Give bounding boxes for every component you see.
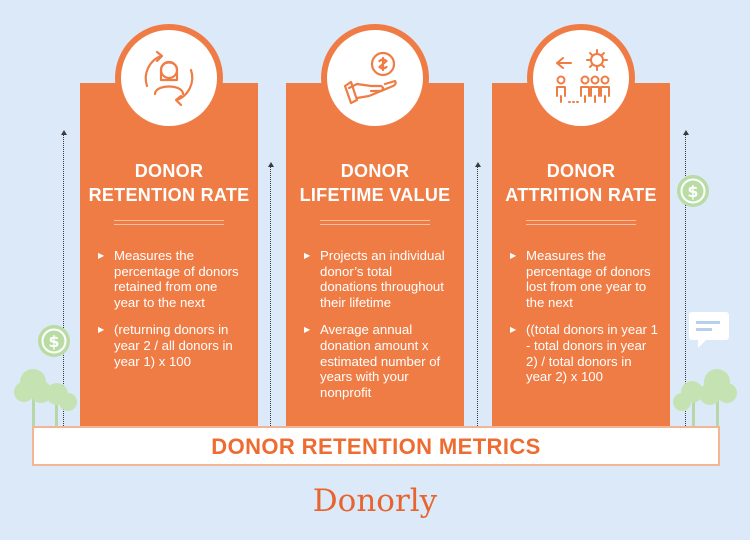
list-item-text: Measures the percentage of donors retain… (114, 248, 239, 310)
divider (320, 224, 430, 225)
list-item-text: Measures the percentage of donors lost f… (526, 248, 651, 310)
people-leaving-icon (556, 49, 610, 103)
arrow-head-right (683, 130, 689, 135)
divider (114, 220, 224, 221)
card-title-line2: LIFETIME VALUE (299, 185, 451, 205)
icon-circle-inner (121, 30, 217, 126)
card-title: DONOR RETENTION RATE (80, 159, 258, 207)
brand-logo: Donorly (312, 483, 438, 519)
icon-circle-retention (115, 24, 223, 132)
dotted-line-mid-right (477, 167, 478, 426)
svg-text:$: $ (687, 182, 698, 201)
divider (114, 224, 224, 225)
footer-title: DONOR RETENTION METRICS (211, 434, 541, 459)
triangle-right-icon: ▶ (510, 325, 517, 335)
list-item: ▶ Measures the percentage of donors retai… (96, 248, 246, 310)
trees-right-icon (673, 369, 737, 428)
bullet-list: ▶ Projects an individual donor’s total do… (302, 248, 452, 412)
arrow-head-left (61, 130, 67, 135)
svg-text:$: $ (48, 332, 59, 351)
list-item: ▶ Average annual donation amount x estima… (302, 322, 452, 400)
triangle-right-icon: ▶ (510, 251, 517, 260)
card-title: DONOR ATTRITION RATE (492, 159, 670, 207)
bullet-list: ▶ Measures the percentage of donors retai… (96, 248, 246, 381)
card-title: DONOR LIFETIME VALUE (286, 159, 464, 207)
dollar-coin-icon: $ (38, 325, 70, 357)
icon-circle-attrition (527, 24, 635, 132)
card-title-line2: ATTRITION RATE (505, 185, 657, 205)
dotted-line-right (685, 134, 686, 426)
divider (526, 220, 636, 221)
list-item-text: (returning donors in year 2 / all donors… (114, 322, 233, 369)
metric-card-lifetime-value: DONOR LIFETIME VALUE ▶ Projects an indivi… (286, 83, 464, 426)
list-item-text: Projects an individual donor’s total don… (320, 248, 445, 310)
dotted-line-left (63, 134, 64, 426)
arrow-head-mid-right (475, 162, 481, 167)
icon-circle-inner (327, 30, 423, 126)
metric-card-attrition: DONOR ATTRITION RATE ▶ Measures the perce… (492, 83, 670, 426)
bullet-list: ▶ Measures the percentage of donors lost … (508, 248, 658, 397)
divider (526, 224, 636, 225)
list-item-text: Average annual donation amount x estimat… (320, 322, 441, 400)
icon-circle-lifetime-value (321, 24, 429, 132)
triangle-right-icon: ▶ (304, 325, 311, 335)
speech-bubble-icon (689, 312, 729, 348)
card-title-line2: RETENTION RATE (88, 185, 250, 205)
list-item: ▶ Projects an individual donor’s total do… (302, 248, 452, 310)
metric-card-retention: DONOR RETENTION RATE ▶ Measures the perce… (80, 83, 258, 426)
card-title-line1: DONOR (546, 161, 616, 181)
icon-circle-inner (533, 30, 629, 126)
card-title-line1: DONOR (134, 161, 204, 181)
triangle-right-icon: ▶ (304, 251, 311, 260)
dotted-line-mid-left (270, 167, 271, 426)
list-item: ▶ Measures the percentage of donors lost … (508, 248, 658, 310)
list-item: ▶ ((total donors in year 1 - total donors… (508, 322, 658, 384)
donor-cycle-icon (144, 50, 194, 107)
triangle-right-icon: ▶ (98, 251, 105, 260)
divider (320, 220, 430, 221)
arrow-head-mid-left (268, 162, 274, 167)
triangle-right-icon: ▶ (98, 325, 105, 335)
hand-coin-icon (343, 51, 397, 105)
card-title-line1: DONOR (340, 161, 410, 181)
list-item: ▶ (returning donors in year 2 / all donor… (96, 322, 246, 369)
dollar-coin-icon-right: $ (677, 175, 709, 207)
footer-banner: DONOR RETENTION METRICS (32, 426, 720, 466)
list-item-text: ((total donors in year 1 - total donors … (526, 322, 658, 385)
trees-left-icon (14, 369, 77, 428)
